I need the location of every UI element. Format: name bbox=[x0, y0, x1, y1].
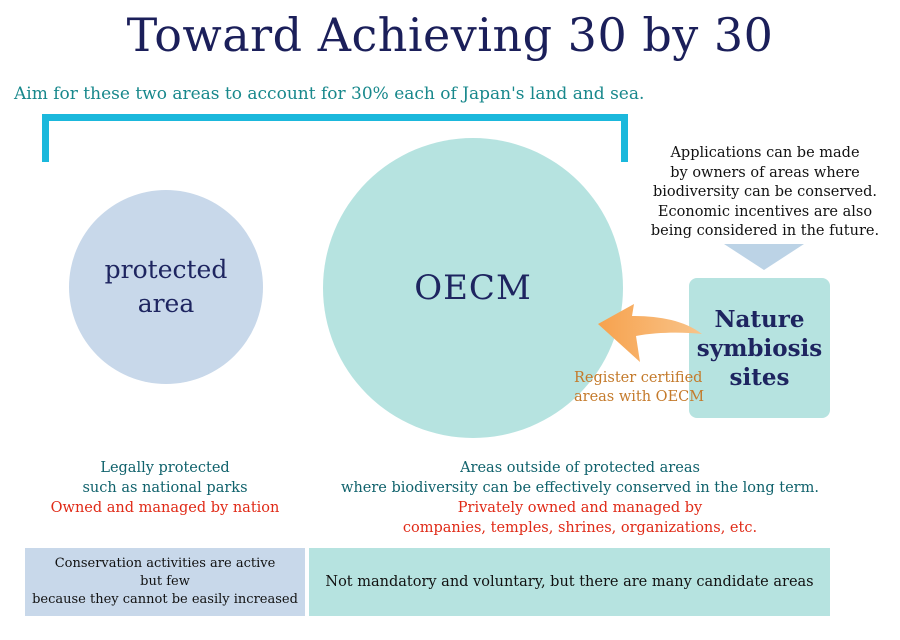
down-arrow-icon bbox=[724, 244, 804, 270]
protected-area-description: Legally protected such as national parks… bbox=[20, 458, 310, 518]
note-line: by owners of areas where bbox=[670, 164, 860, 181]
register-label: Register certified areas with OECM bbox=[574, 369, 704, 407]
status-line: Not mandatory and voluntary, but there a… bbox=[325, 574, 814, 590]
nature-sites-label-line: symbiosis bbox=[696, 334, 823, 362]
description-line: Privately owned and managed by bbox=[457, 500, 703, 516]
description-line: Owned and managed by nation bbox=[50, 500, 280, 516]
description-line: Areas outside of protected areas bbox=[460, 460, 700, 476]
page-title: Toward Achieving 30 by 30 bbox=[126, 8, 774, 62]
protected-area-label-line: area bbox=[137, 289, 195, 318]
register-line: Register certified bbox=[574, 370, 703, 386]
status-line: because they cannot be easily increased bbox=[32, 592, 298, 607]
status-line: Conservation activities are active bbox=[54, 556, 276, 571]
description-line: such as national parks bbox=[82, 480, 248, 496]
nature-sites-label-line: sites bbox=[729, 363, 790, 391]
grouping-bracket bbox=[42, 114, 628, 162]
oecm-label: OECM bbox=[414, 268, 532, 308]
note-line: Applications can be made bbox=[670, 145, 860, 161]
protected-area-circle: protected area bbox=[69, 190, 263, 384]
oecm-description: Areas outside of protected areas where b… bbox=[310, 458, 850, 538]
note-line: being considered in the future. bbox=[650, 223, 880, 239]
description-line: where biodiversity can be effectively co… bbox=[341, 480, 819, 496]
oecm-status-box: Not mandatory and voluntary, but there a… bbox=[309, 548, 830, 616]
status-line: but few bbox=[140, 574, 190, 589]
protected-area-label-line: protected bbox=[104, 255, 228, 284]
register-line: areas with OECM bbox=[574, 389, 705, 405]
oecm-circle: OECM bbox=[323, 138, 623, 438]
note-line: Economic incentives are also bbox=[657, 203, 873, 220]
page-subtitle: Aim for these two areas to account for 3… bbox=[14, 84, 645, 104]
note-line: biodiversity can be conserved. bbox=[653, 184, 877, 200]
protected-area-status-box: Conservation activities are active but f… bbox=[25, 548, 305, 616]
nature-sites-note: Applications can be made by owners of ar… bbox=[640, 144, 890, 242]
curved-arrow-icon bbox=[598, 304, 702, 362]
nature-symbiosis-sites-box: Nature symbiosis sites bbox=[689, 278, 830, 418]
description-line: companies, temples, shrines, organizatio… bbox=[402, 520, 758, 536]
description-line: Legally protected bbox=[100, 460, 230, 476]
nature-sites-label-line: Nature bbox=[714, 305, 805, 333]
